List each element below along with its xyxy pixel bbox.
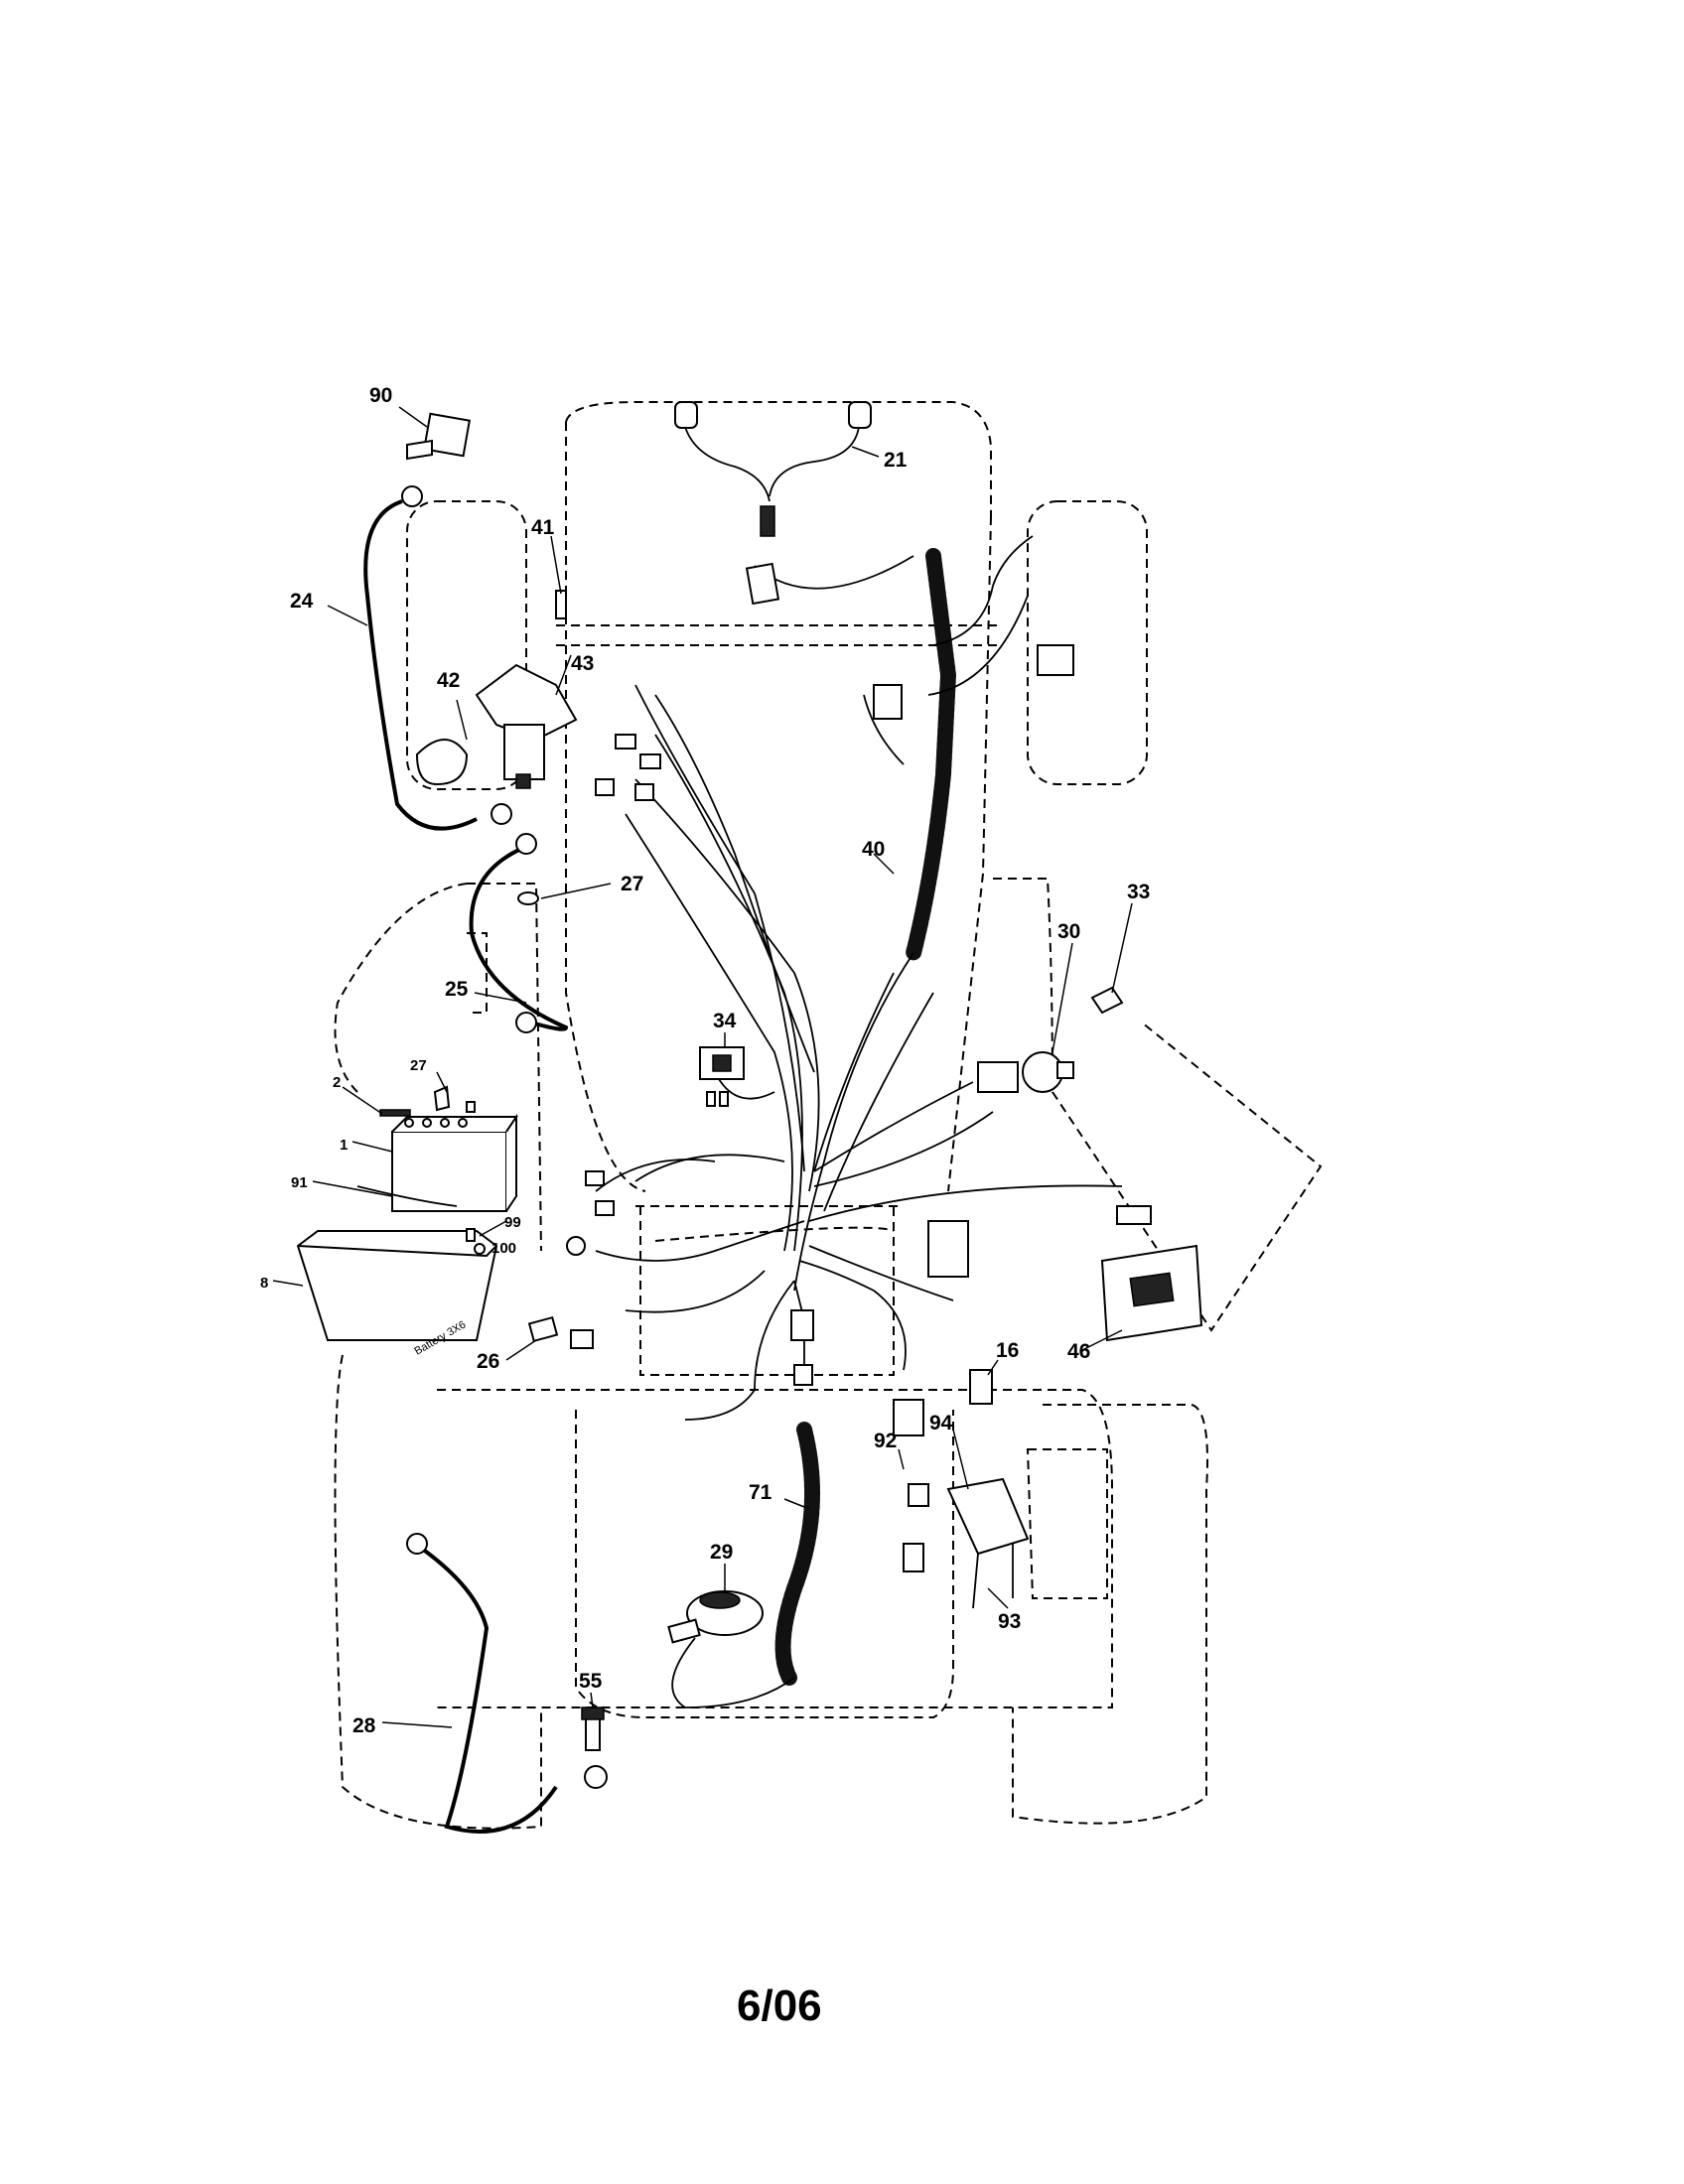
cables-left — [363, 485, 569, 1033]
callout-40: 40 — [862, 838, 885, 861]
date-code: 6/06 — [737, 1981, 822, 2030]
callout-33: 33 — [1127, 881, 1150, 903]
callout-27-lower: 27 — [410, 1057, 427, 1074]
ignition-key — [406, 412, 471, 461]
callout-46: 46 — [1067, 1340, 1090, 1363]
coil-conduit-and-horn — [667, 1422, 820, 1708]
callout-93: 93 — [998, 1610, 1021, 1633]
callout-41: 41 — [531, 516, 555, 539]
hour-meter-panel — [1100, 1244, 1203, 1342]
callout-94: 94 — [929, 1412, 953, 1434]
callout-91: 91 — [291, 1174, 308, 1191]
callout-26: 26 — [477, 1350, 499, 1373]
callout-1: 1 — [340, 1137, 348, 1154]
headlight-harness — [674, 401, 914, 606]
callout-labels: 90 21 41 24 42 43 27 25 40 33 30 34 2 27… — [260, 384, 1150, 1737]
callout-29: 29 — [710, 1541, 733, 1564]
tractor-outline — [334, 401, 1323, 1830]
main-conduit — [906, 548, 957, 961]
interlock-switch — [946, 1448, 1108, 1609]
callout-92: 92 — [874, 1430, 897, 1452]
callout-90: 90 — [369, 384, 392, 407]
callout-25: 25 — [445, 978, 469, 1001]
leader-lines — [272, 406, 1133, 1728]
callout-34: 34 — [713, 1010, 737, 1032]
battery-assembly — [296, 1085, 518, 1341]
callout-100: 100 — [491, 1240, 516, 1257]
callout-2: 2 — [333, 1074, 341, 1091]
callout-99: 99 — [504, 1214, 521, 1231]
callout-27-upper: 27 — [621, 873, 643, 895]
callout-71: 71 — [749, 1481, 772, 1504]
callout-55: 55 — [579, 1670, 603, 1693]
callout-8: 8 — [260, 1275, 268, 1292]
fuse-and-relay — [527, 1309, 993, 1405]
switches — [699, 986, 1124, 1107]
callout-30: 30 — [1057, 920, 1080, 943]
callout-16: 16 — [996, 1339, 1019, 1362]
callout-21: 21 — [884, 449, 908, 472]
ground-cable — [406, 1533, 608, 1834]
connectors — [566, 644, 1152, 1572]
callout-43: 43 — [571, 652, 594, 675]
main-harness-wires — [595, 535, 1123, 1421]
callout-28: 28 — [352, 1714, 376, 1737]
callout-42: 42 — [437, 669, 460, 692]
callout-24: 24 — [290, 590, 314, 613]
starter-solenoid — [415, 590, 578, 905]
